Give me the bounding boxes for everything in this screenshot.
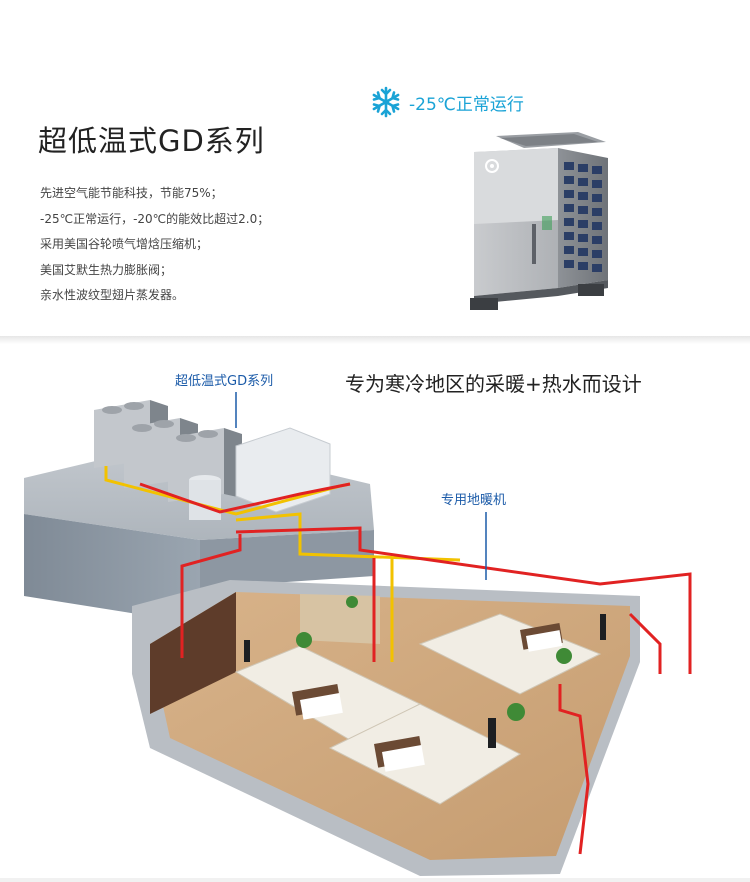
feature-item: 美国艾默生热力膨胀阀； <box>40 262 173 277</box>
feature-item: -25℃正常运行，-20℃的能效比超过2.0； <box>40 211 270 226</box>
diagram-headline: 专为寒冷地区的采暖+热水而设计 <box>345 372 642 396</box>
snowflake-icon <box>372 86 400 118</box>
callout-floor-heating-unit: 专用地暖机 <box>441 493 507 508</box>
callout-gd-series: 超低温式GD系列 <box>175 374 274 389</box>
feature-item: 采用美国谷轮喷气增焓压缩机； <box>40 237 209 251</box>
feature-item: 亲水性波纹型翅片蒸发器。 <box>40 288 185 302</box>
diagram-section: 专为寒冷地区的采暖+热水而设计 超低温式GD系列 专用地暖机 <box>0 344 750 882</box>
feature-list: 先进空气能节能科技，节能75%； -25℃正常运行，-20℃的能效比超过2.0；… <box>40 181 269 309</box>
building-cutaway-illustration <box>24 392 692 876</box>
heat-pump-unit-image <box>470 132 608 310</box>
feature-item: 先进空气能节能科技，节能75%； <box>40 186 223 200</box>
bottom-divider <box>0 878 750 882</box>
temperature-badge: -25℃正常运行 <box>370 86 524 118</box>
badge-text: -25℃正常运行 <box>409 94 524 115</box>
section-divider <box>0 336 750 344</box>
product-section: 超低温式GD系列 先进空气能节能科技，节能75%； -25℃正常运行，-20℃的… <box>0 0 750 338</box>
product-title: 超低温式GD系列 <box>38 124 265 158</box>
